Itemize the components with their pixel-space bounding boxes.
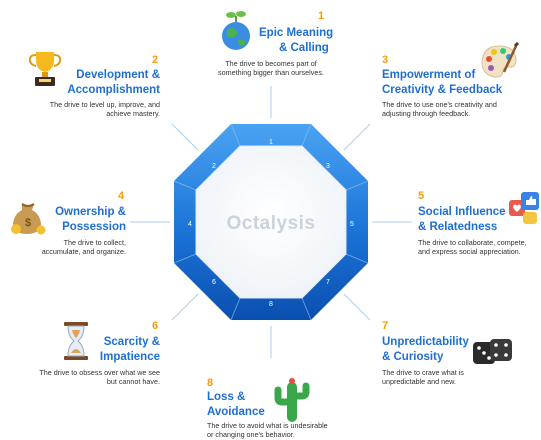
money-bag-icon: $ xyxy=(11,203,46,235)
drive-number-1: 1 xyxy=(318,10,325,22)
drive-number-6: 6 xyxy=(152,320,159,332)
drive-desc-3: The drive to use one's creativity and ad… xyxy=(382,100,497,118)
connector-line-3 xyxy=(343,123,371,151)
hourglass-icon xyxy=(64,322,88,360)
drive-title-8: Loss & Avoidance xyxy=(207,391,265,418)
drive-number-3: 3 xyxy=(382,54,389,66)
inner-octagon xyxy=(195,145,347,299)
drive-desc-2: The drive to level up, improve, and achi… xyxy=(49,100,160,118)
drive-number-4: 4 xyxy=(118,190,125,202)
globe-sprout-icon xyxy=(222,11,250,50)
drive-desc-6: The drive to obsess over what we see but… xyxy=(39,368,160,386)
drive-title-4: Ownership & Possession xyxy=(55,206,126,233)
drive-desc-8: The drive to avoid what is undesirable o… xyxy=(207,421,328,439)
dice-icon xyxy=(473,339,512,364)
segment-number-5: 5 xyxy=(350,221,354,228)
drive-number-7: 7 xyxy=(382,320,389,332)
segment-number-6: 6 xyxy=(212,279,216,286)
segment-number-3: 3 xyxy=(326,163,330,170)
svg-text:$: $ xyxy=(25,217,31,229)
drive-title-1: Epic Meaning & Calling xyxy=(259,27,334,54)
drive-desc-5: The drive to collaborate, compete, and e… xyxy=(418,238,527,256)
drive-desc-1: The drive to becomes part of something b… xyxy=(218,59,324,77)
drive-number-2: 2 xyxy=(152,54,159,66)
drive-title-6: Scarcity & Impatience xyxy=(99,336,160,363)
drive-title-2: Development & Accomplishment xyxy=(67,69,160,96)
drive-number-5: 5 xyxy=(418,190,425,202)
connector-line-6 xyxy=(171,293,199,321)
drive-title-5: Social Influence & Relatedness xyxy=(418,206,506,233)
segment-number-4: 4 xyxy=(188,221,192,228)
trophy-icon xyxy=(28,52,62,86)
segment-number-2: 2 xyxy=(212,163,216,170)
social-reactions-icon xyxy=(509,192,539,224)
segment-number-7: 7 xyxy=(326,279,330,286)
connector-line-7 xyxy=(343,293,371,321)
segment-number-8: 8 xyxy=(269,301,273,308)
cactus-icon xyxy=(274,378,310,422)
center-label: Octalysis xyxy=(227,213,316,234)
drive-desc-7: The drive to crave what is unpredictable… xyxy=(382,368,464,386)
drive-number-8: 8 xyxy=(207,377,214,389)
connector-line-2 xyxy=(171,123,199,151)
drive-title-3: Empowerment of Creativity & Feedback xyxy=(382,69,503,96)
paint-palette-icon xyxy=(481,42,520,78)
drive-desc-4: The drive to collect, accumulate, and or… xyxy=(41,238,126,256)
segment-number-1: 1 xyxy=(269,139,273,146)
drive-title-7: Unpredictability & Curiosity xyxy=(382,336,469,363)
